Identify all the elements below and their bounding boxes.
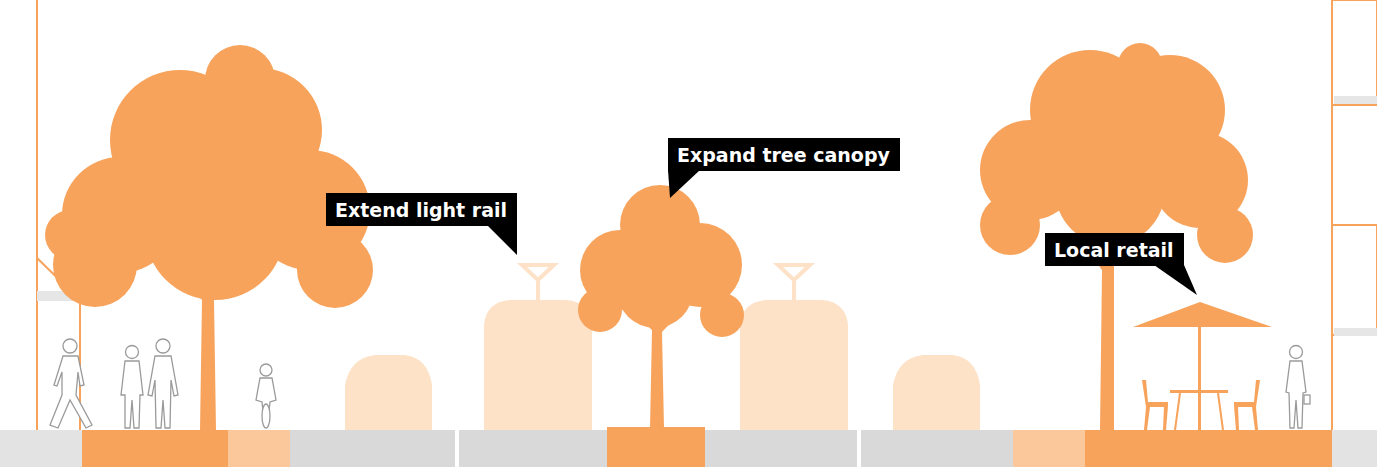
callout-pointer bbox=[668, 170, 728, 210]
callout-box: Local retail bbox=[1045, 233, 1184, 266]
pointer-triangle bbox=[1154, 265, 1197, 295]
pointer-triangle bbox=[487, 225, 517, 255]
callout-pointer bbox=[1144, 265, 1204, 305]
callout-pointer bbox=[477, 225, 537, 265]
callout-label: Extend light rail bbox=[326, 193, 517, 226]
callout-box: Expand tree canopy bbox=[668, 138, 900, 171]
callout-label: Expand tree canopy bbox=[668, 138, 900, 171]
callout-box: Extend light rail bbox=[326, 193, 517, 226]
pointer-triangle bbox=[668, 170, 700, 198]
callout-label: Local retail bbox=[1045, 233, 1184, 266]
